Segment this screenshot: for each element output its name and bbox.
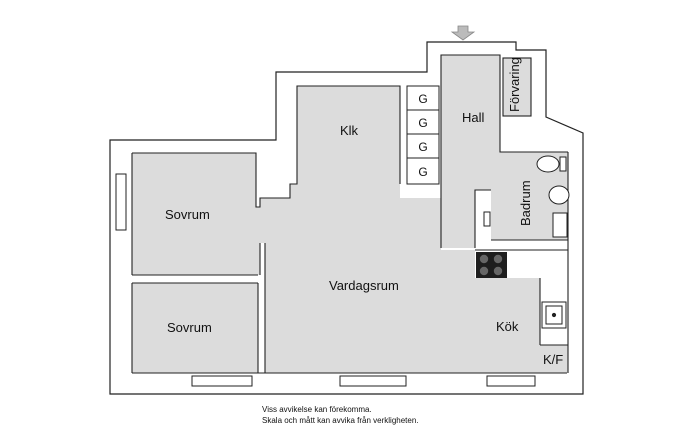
entry-arrow-icon bbox=[450, 25, 476, 41]
room-label-hall: Hall bbox=[462, 110, 485, 125]
wardrobe-label: G bbox=[418, 140, 427, 154]
stove-icon bbox=[476, 252, 507, 278]
room-label-vardagsrum: Vardagsrum bbox=[329, 278, 399, 293]
window bbox=[191, 375, 253, 387]
room-klk bbox=[297, 86, 400, 184]
sink-icon bbox=[548, 185, 570, 205]
room-sovrum-bottom bbox=[132, 283, 258, 373]
room-kf bbox=[540, 345, 568, 373]
room-badrum bbox=[491, 152, 568, 240]
floor-regions bbox=[132, 55, 568, 373]
room-label-kok: Kök bbox=[496, 319, 519, 334]
room-label-forvaring: Förvaring bbox=[507, 57, 522, 112]
bathroom-fixtures bbox=[483, 155, 570, 238]
windows bbox=[115, 173, 536, 387]
wardrobe-label: G bbox=[418, 92, 427, 106]
wardrobe-label: G bbox=[418, 165, 427, 179]
disclaimer-line: Skala och mått kan avvika från verklighe… bbox=[262, 416, 419, 425]
room-label-sovrum-bottom: Sovrum bbox=[167, 320, 212, 335]
room-vardagsrum bbox=[260, 184, 540, 373]
kitchen-sink-icon bbox=[541, 301, 567, 329]
room-label-sovrum-top: Sovrum bbox=[165, 207, 210, 222]
room-hall bbox=[441, 55, 568, 248]
disclaimer: Viss avvikelse kan förekomma. Skala och … bbox=[262, 404, 419, 426]
room-forvaring bbox=[503, 58, 531, 116]
toilet-icon bbox=[536, 155, 560, 173]
window bbox=[339, 375, 407, 387]
room-label-klk: Klk bbox=[340, 123, 359, 138]
window bbox=[486, 375, 536, 387]
room-label-badrum: Badrum bbox=[518, 180, 533, 226]
room-label-kf: K/F bbox=[543, 352, 563, 367]
disclaimer-line: Viss avvikelse kan förekomma. bbox=[262, 405, 372, 414]
wardrobe-label: G bbox=[418, 116, 427, 130]
wardrobes bbox=[406, 85, 440, 185]
window bbox=[115, 173, 127, 231]
interior-walls bbox=[131, 54, 569, 374]
room-sovrum-top bbox=[132, 153, 260, 275]
